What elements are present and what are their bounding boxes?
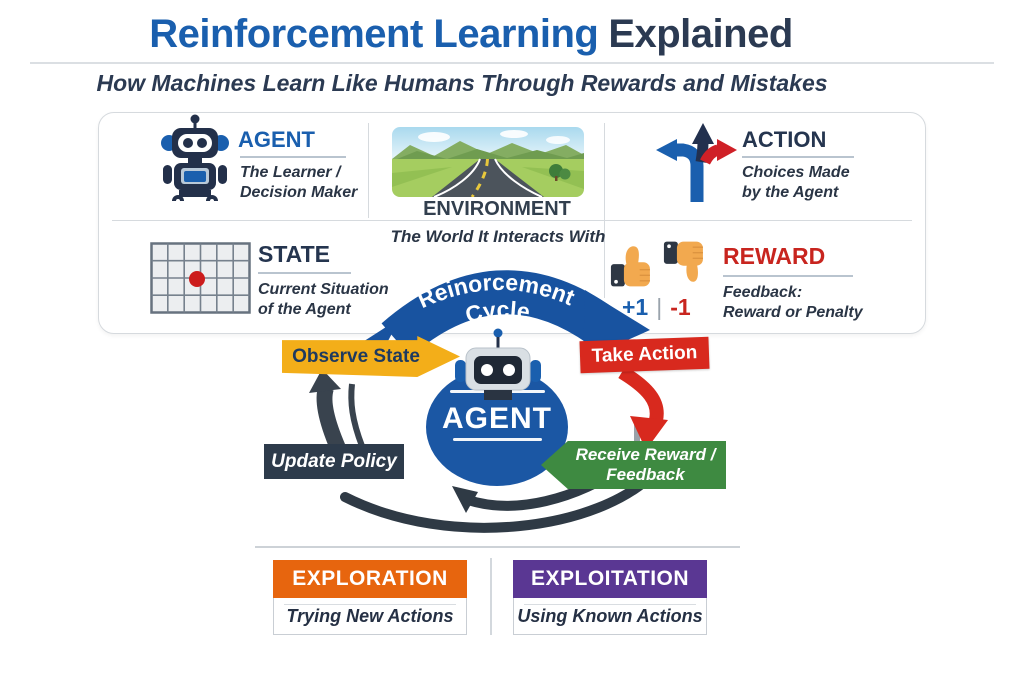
card-vertical-divider-2 [604,123,605,298]
landscape-road-image [392,127,584,197]
update-policy-box: Update Policy [264,444,404,479]
reward-plus-one: +1 [622,294,649,320]
title-main: Reinforcement Learning [149,12,599,56]
title-divider [30,62,994,64]
card-vertical-divider-1 [368,123,369,218]
reward-values: +1 | -1 [622,294,691,321]
agent-desc: The Learner / Decision Maker [240,164,358,201]
agent-label: AGENT [238,127,315,152]
exploration-header: EXPLORATION [273,560,467,598]
card-horizontal-divider [112,220,912,221]
reward-desc: Feedback: Reward or Penalty [723,284,863,321]
environment-desc: The World It Interacts With [390,227,606,246]
grid-red-dot-icon [150,242,251,314]
strategy-divider [490,558,492,635]
agent-center-label: AGENT [442,402,552,435]
observe-state-arrow: Observe State [282,336,460,377]
environment-label: ENVIRONMENT [423,198,571,220]
take-action-ribbon: Take Action [579,336,710,374]
exploration-card: EXPLORATION Trying New Actions [273,560,467,635]
title-accent: Explained [608,12,793,56]
agent-robot-head-icon [455,328,541,400]
bottom-divider [255,546,740,548]
exploitation-desc: Using Known Actions [513,598,707,635]
reward-label: REWARD [723,243,826,269]
subtitle: How Machines Learn Like Humans Through R… [96,70,828,96]
reward-underline [723,275,853,277]
state-desc: Current Situation of the Agent [258,281,389,318]
action-desc: Choices Made by the Agent [742,164,850,201]
robot-icon [161,114,229,201]
exploitation-header: EXPLOITATION [513,560,707,598]
exploration-desc: Trying New Actions [273,598,467,635]
reward-minus-one: -1 [670,294,691,320]
action-label: ACTION [742,127,827,152]
state-underline [258,272,351,274]
state-label: STATE [258,241,330,267]
action-underline [742,156,854,158]
exploitation-card: EXPLOITATION Using Known Actions [513,560,707,635]
agent-underline [240,156,346,158]
update-to-observe-arrow [309,369,365,452]
direction-arrows-icon [656,123,737,202]
reward-separator: | [656,294,663,320]
take-action-arrow [618,366,668,450]
receive-reward-arrow: Receive Reward / Feedback [541,441,726,489]
thumbs-up-icon [610,246,650,287]
thumbs-down-icon [663,241,703,282]
